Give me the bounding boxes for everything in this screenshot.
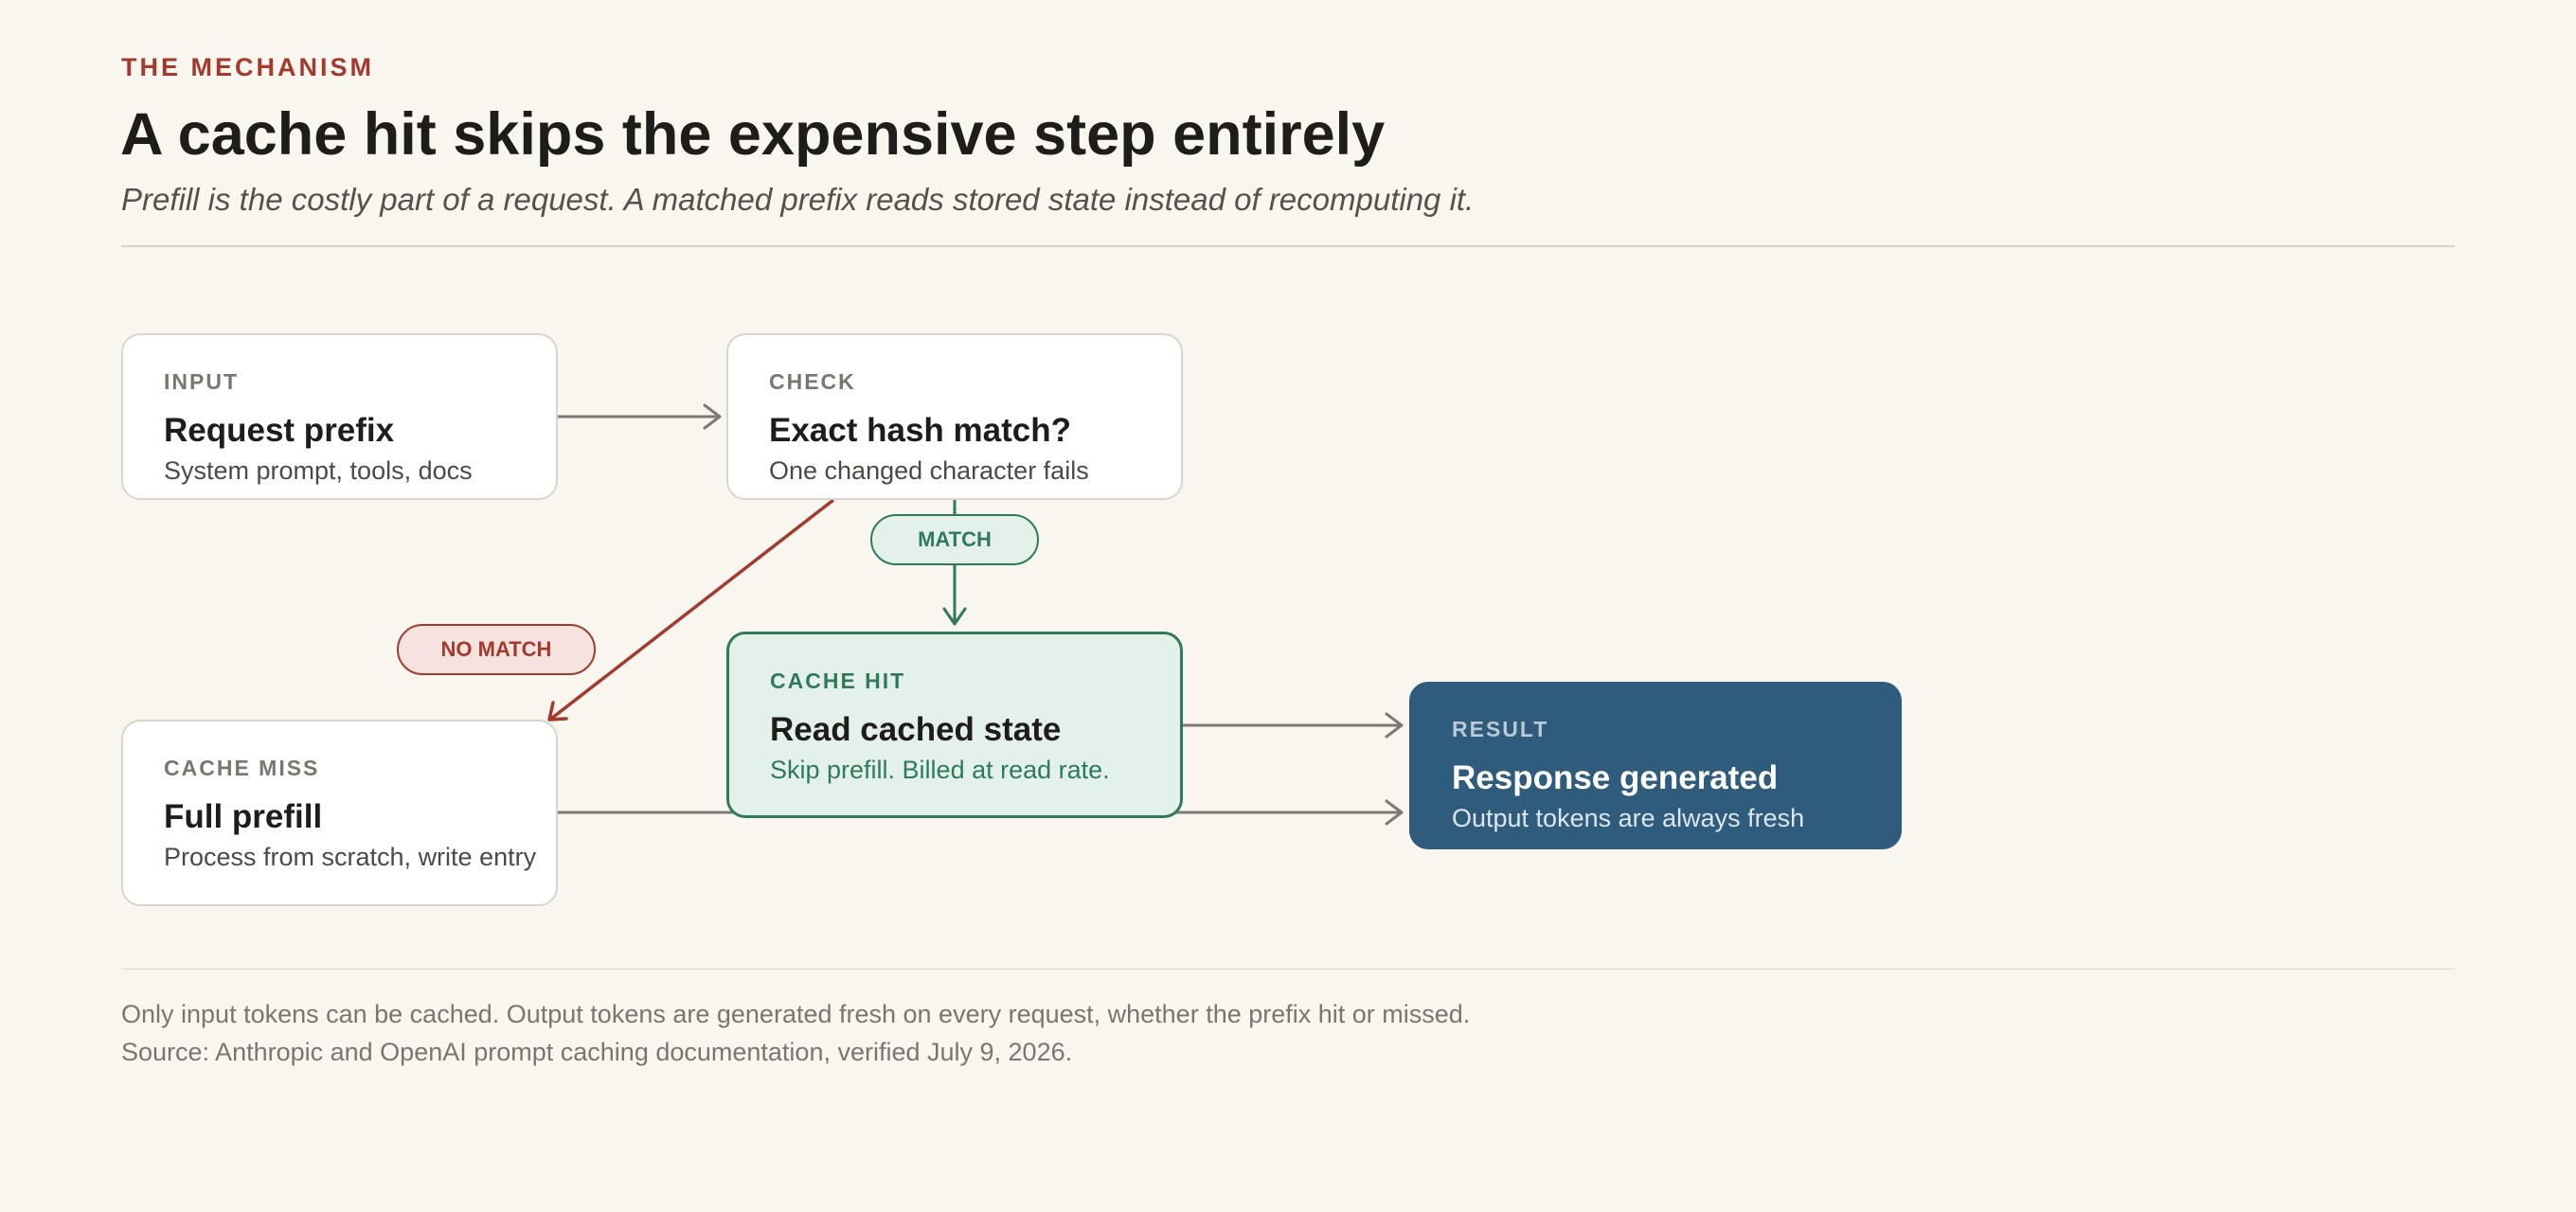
node-result: RESULT Response generated Output tokens … <box>1409 682 1902 849</box>
node-check-kicker: CHECK <box>769 369 856 394</box>
node-cache-miss-desc: Process from scratch, write entry <box>164 843 537 871</box>
node-cache-miss-heading: Full prefill <box>164 798 323 835</box>
edge-input-to-check <box>558 403 722 430</box>
footnote-source: Source: Anthropic and OpenAI prompt cach… <box>121 1038 1073 1066</box>
node-cache-hit-kicker: CACHE HIT <box>770 668 906 693</box>
edge-check-to-cache-hit <box>942 500 967 626</box>
page-subtitle: Prefill is the costly part of a request.… <box>121 182 1475 217</box>
node-cache-miss: CACHE MISS Full prefill Process from scr… <box>121 720 558 906</box>
node-check-desc: One changed character fails <box>769 456 1089 485</box>
node-cache-hit-desc: Skip prefill. Billed at read rate. <box>770 756 1110 784</box>
node-input-kicker: INPUT <box>164 369 239 394</box>
edge-label-no-match: NO MATCH <box>397 624 596 675</box>
header-divider <box>121 245 2455 247</box>
edge-check-to-cache-miss <box>547 498 835 722</box>
edge-cache-hit-to-result <box>1183 712 1404 739</box>
node-input: INPUT Request prefix System prompt, tool… <box>121 333 558 500</box>
node-input-heading: Request prefix <box>164 412 395 449</box>
node-result-heading: Response generated <box>1452 759 1779 796</box>
node-cache-hit: CACHE HIT Read cached state Skip prefill… <box>726 632 1183 818</box>
section-eyebrow: THE MECHANISM <box>121 53 374 81</box>
node-result-kicker: RESULT <box>1452 717 1549 741</box>
footnote-note: Only input tokens can be cached. Output … <box>121 1000 1471 1028</box>
node-cache-hit-heading: Read cached state <box>770 711 1062 748</box>
node-result-desc: Output tokens are always fresh <box>1452 804 1805 832</box>
node-cache-miss-kicker: CACHE MISS <box>164 756 320 780</box>
node-check: CHECK Exact hash match? One changed char… <box>726 333 1183 500</box>
edge-label-match: MATCH <box>870 514 1039 565</box>
page-title: A cache hit skips the expensive step ent… <box>120 101 1386 168</box>
node-input-desc: System prompt, tools, docs <box>164 456 473 485</box>
footer-divider <box>121 969 2455 970</box>
node-check-heading: Exact hash match? <box>769 412 1071 449</box>
